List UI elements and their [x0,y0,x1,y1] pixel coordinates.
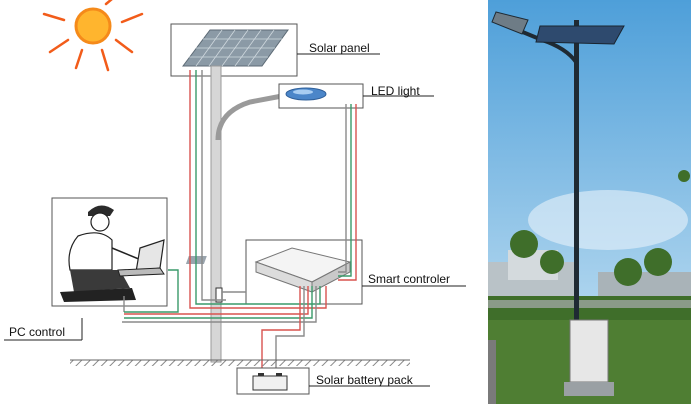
wiring [122,70,357,372]
ground-line [70,360,410,366]
solar-panel-label: Solar panel [309,41,370,55]
solar-panel-icon [182,29,289,67]
battery-icon [252,373,288,391]
street-light-photo [488,0,691,404]
diagram-canvas [4,0,466,395]
led-light-label: LED light [371,84,420,98]
laptop-user-icon [60,205,165,302]
sun-icon [42,0,144,72]
smart-controller-label: Smart controler [368,272,451,286]
battery-pack-label: Solar battery pack [316,373,413,387]
pc-control-label: PC control [9,325,66,339]
led-lamp-icon [285,87,327,101]
